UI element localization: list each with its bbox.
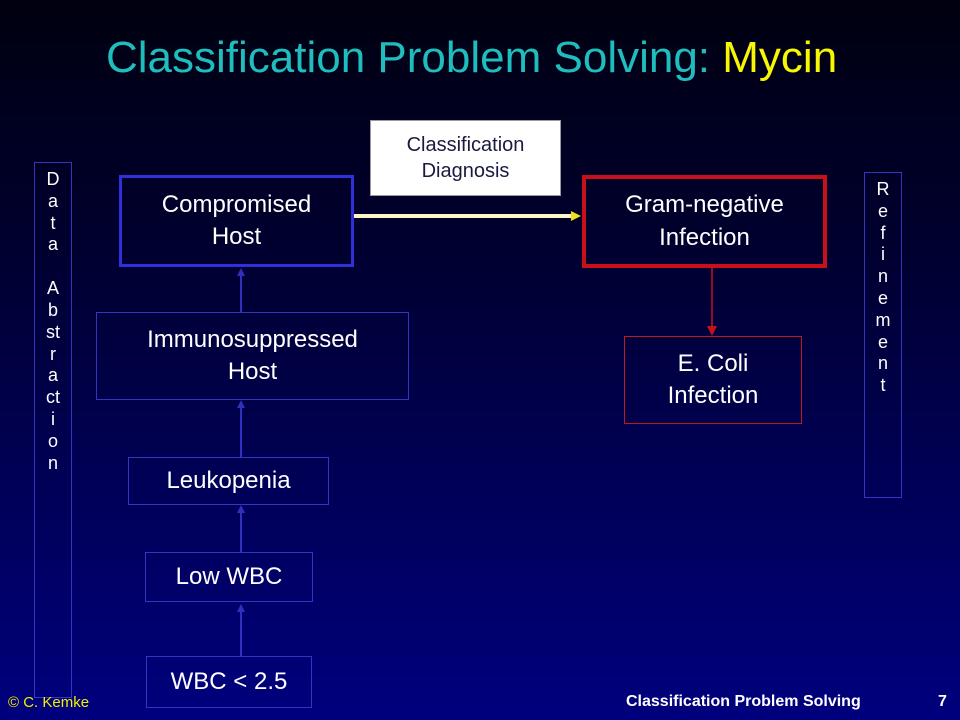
node-line: Compromised <box>161 190 312 218</box>
leukopenia-node: Leukopenia <box>128 457 329 505</box>
wbc-value-node: WBC < 2.5 <box>146 656 312 708</box>
compromised-host-node: Compromised Host <box>119 175 354 267</box>
page-number: 7 <box>938 693 947 710</box>
vletter: o <box>47 430 58 451</box>
vletter: e <box>877 331 888 352</box>
vgap <box>35 256 71 278</box>
node-line: Diagnosis <box>421 160 510 182</box>
gram-negative-node: Gram-negative Infection <box>582 175 827 268</box>
node-line: Low WBC <box>175 562 283 590</box>
copyright-text: © C. Kemke <box>8 694 90 711</box>
vletter: n <box>877 353 888 374</box>
node-line: E. Coli <box>677 349 749 377</box>
refinement-label: R e f i n e m e n t <box>864 172 902 498</box>
vletter: t <box>880 375 886 396</box>
vletter: m <box>875 309 891 330</box>
title-accent: Mycin <box>722 33 838 82</box>
vletter: st <box>45 321 60 342</box>
node-line: Host <box>227 358 278 385</box>
vletter: f <box>880 222 886 243</box>
vletter: R <box>876 179 890 199</box>
vletter: n <box>877 266 888 287</box>
slide-title: Classification Problem Solving: Mycin <box>106 33 838 82</box>
node-line: Immunosuppressed <box>147 325 358 353</box>
vletter: t <box>50 212 56 233</box>
vletter: e <box>877 200 888 221</box>
vletter: i <box>51 408 55 429</box>
immunosuppressed-host-node: Immunosuppressed Host <box>96 312 409 400</box>
vletter: D <box>46 169 60 189</box>
classification-diagnosis-label: Classification Diagnosis <box>370 120 561 196</box>
node-line: Leukopenia <box>166 466 291 494</box>
vletter: b <box>47 299 58 320</box>
node-line: WBC < 2.5 <box>170 667 288 695</box>
vletter: ct <box>45 387 60 408</box>
vletter: a <box>47 190 58 211</box>
low-wbc-node: Low WBC <box>145 552 313 602</box>
title-main: Classification Problem Solving: <box>106 33 711 82</box>
node-line: Host <box>211 223 262 250</box>
vletter: e <box>877 287 888 308</box>
e-coli-node: E. Coli Infection <box>624 336 802 424</box>
vletter: i <box>881 244 885 265</box>
vletter: a <box>47 365 58 386</box>
node-line: Infection <box>667 382 759 409</box>
node-line: Infection <box>659 223 750 251</box>
node-line: Classification <box>406 134 525 156</box>
vletter: n <box>47 452 58 473</box>
vletter: A <box>46 278 59 299</box>
node-line: Gram-negative <box>625 191 784 219</box>
vletter: a <box>47 234 58 255</box>
vletter: r <box>50 343 56 364</box>
data-abstraction-label: D a t a A b st r a ct i o n <box>34 162 72 698</box>
footer-course-title: Classification Problem Solving <box>626 693 861 710</box>
